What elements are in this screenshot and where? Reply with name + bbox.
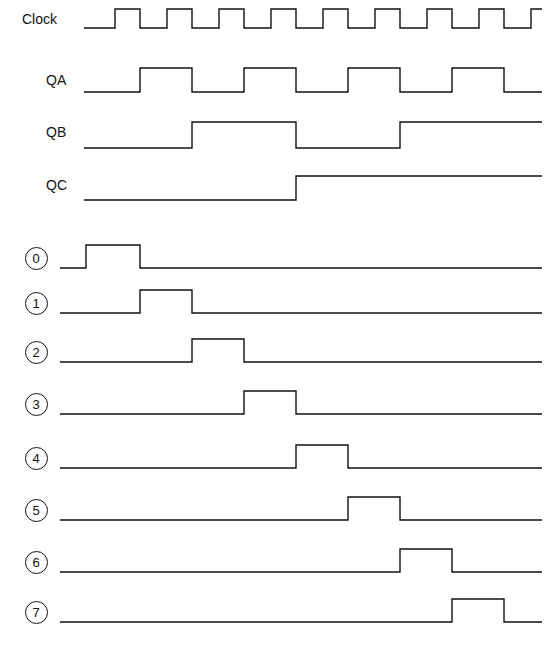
decoded-output-waveform (60, 245, 542, 268)
callout-number: 1 (25, 292, 48, 315)
signal-name: QB (46, 125, 66, 139)
decoded-output-waveform (60, 599, 542, 622)
callout-number: 6 (25, 551, 48, 574)
callout-number: 4 (25, 447, 48, 470)
decoded-output-waveform (60, 549, 542, 572)
qb-waveform (84, 122, 542, 148)
output-number: 7 (32, 606, 39, 619)
output-number: 0 (32, 252, 39, 265)
signal-name: QA (46, 73, 66, 87)
decoded-output-waveform (60, 290, 542, 313)
output-number: 2 (32, 346, 39, 359)
output-number: 1 (32, 297, 39, 310)
output-number: 3 (32, 398, 39, 411)
clock-signal-name: Clock (22, 12, 57, 26)
signal-name: QC (46, 178, 67, 192)
decoded-output-waveform (60, 445, 542, 468)
callout-number: 2 (25, 341, 48, 364)
decoded-output-waveform (60, 497, 542, 520)
decoded-output-waveform (60, 339, 542, 362)
qa-waveform (84, 68, 542, 92)
output-number: 5 (32, 504, 39, 517)
decoded-output-waveform (60, 391, 542, 414)
clock-waveform (84, 9, 542, 28)
callout-number: 7 (25, 601, 48, 624)
output-number: 4 (32, 452, 39, 465)
output-number: 6 (32, 556, 39, 569)
callout-number: 5 (25, 499, 48, 522)
callout-number: 3 (25, 393, 48, 416)
qc-waveform (84, 176, 542, 200)
callout-number: 0 (25, 247, 48, 270)
